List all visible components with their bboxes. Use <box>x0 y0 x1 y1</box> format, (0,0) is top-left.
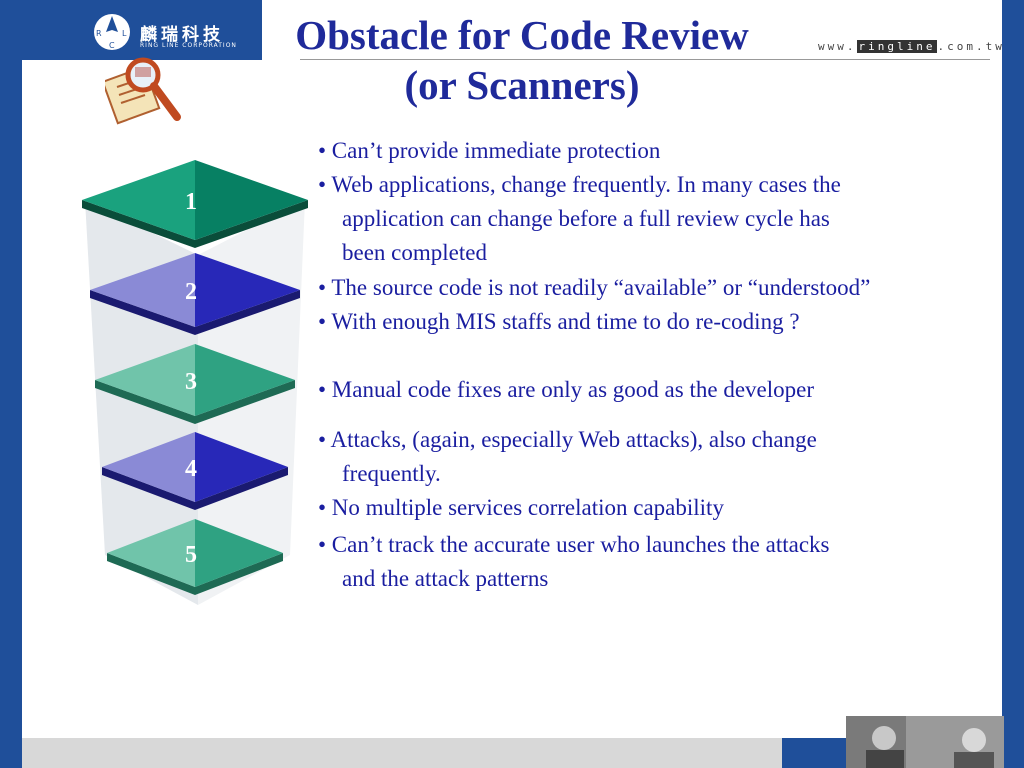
stack-layer: 5 <box>107 519 283 595</box>
bullet-text: • Manual code fixes are only as good as … <box>318 377 814 402</box>
url-suffix: .com.tw <box>937 40 1005 53</box>
bullet-text: • With enough MIS staffs and time to do … <box>318 309 800 334</box>
brand-logo: R L C 麟瑞科技 RING LINE CORPORATION <box>0 0 262 60</box>
stack-layer-edge <box>107 553 283 595</box>
stack-layer-label: 5 <box>185 542 197 568</box>
url-domain: ringline <box>856 40 938 53</box>
slide-title-line1: Obstacle for Code Review <box>295 12 749 58</box>
bullet-item: • Can’t provide immediate protection <box>318 134 660 168</box>
stack-layer-label: 1 <box>185 189 197 215</box>
bullet-text: • The source code is not readily “availa… <box>318 275 871 300</box>
stack-layer-edge <box>82 200 308 248</box>
company-name-english: RING LINE CORPORATION <box>140 42 237 49</box>
bullet-continuation: frequently. <box>342 461 441 486</box>
stack-layer-face-right <box>195 160 308 240</box>
stack-layer: 3 <box>95 344 295 424</box>
stack-layer-face-right <box>195 519 283 587</box>
stack-layer-face-left <box>107 519 195 587</box>
stack-layer: 2 <box>90 253 300 335</box>
slide-title-line2: (or Scanners) <box>404 62 640 108</box>
bullet-item: • No multiple services correlation capab… <box>318 491 724 525</box>
footer-bar <box>22 738 782 768</box>
url-prefix: www. <box>818 40 857 53</box>
stack-layer-label: 4 <box>185 456 197 482</box>
stack-layer-face-left <box>95 344 195 416</box>
layer-stack: 1 2 3 4 5 <box>82 160 308 605</box>
bullet-item: • The source code is not readily “availa… <box>318 271 870 305</box>
stack-layer-face-right <box>195 432 288 502</box>
stack-layer: 4 <box>102 432 288 510</box>
bullet-item: • With enough MIS staffs and time to do … <box>318 305 800 339</box>
right-frame-bar <box>1002 0 1024 768</box>
company-badge-icon: R L C <box>94 14 130 50</box>
stack-layer-face-left <box>102 432 195 502</box>
badge-letter-c: C <box>109 41 115 50</box>
stack-layer-edge <box>102 467 288 510</box>
bullet-text: • No multiple services correlation capab… <box>318 495 724 520</box>
bullet-item: • Manual code fixes are only as good as … <box>318 373 814 407</box>
bullet-continuation: been completed <box>342 240 487 265</box>
slide-title: Obstacle for Code Review (or Scanners) <box>262 10 782 110</box>
stack-layer-face-left <box>90 253 195 327</box>
bullet-item: • Attacks, (again, especially Web attack… <box>318 423 817 491</box>
stack-layer-label: 3 <box>185 369 197 395</box>
magnifier-document-icon <box>105 57 181 125</box>
footer-accent <box>782 738 850 768</box>
company-name-chinese: 麟瑞科技 <box>140 25 224 45</box>
bullet-text: • Web applications, change frequently. I… <box>318 172 841 197</box>
bullet-continuation: application can change before a full rev… <box>342 206 830 231</box>
badge-letter-l: L <box>122 29 127 38</box>
stack-layer-edge <box>90 290 300 335</box>
stack-layer-edge <box>95 380 295 424</box>
stack-layer-face-right <box>195 344 295 416</box>
bullet-continuation: and the attack patterns <box>342 566 549 591</box>
stack-layer-face-left <box>82 160 195 240</box>
stack-layer-face-right <box>195 253 300 327</box>
bullet-text: • Attacks, (again, especially Web attack… <box>318 427 817 452</box>
header-divider <box>300 59 990 60</box>
stack-layer-label: 2 <box>185 279 197 305</box>
stack-layer: 1 <box>82 160 308 248</box>
bullet-item: • Can’t track the accurate user who laun… <box>318 528 830 596</box>
badge-letter-r: R <box>96 29 102 38</box>
website-url: www.ringline.com.tw <box>818 40 1005 53</box>
business-people-photo <box>846 716 1004 768</box>
bullet-item: • Web applications, change frequently. I… <box>318 168 841 270</box>
bullet-text: • Can’t track the accurate user who laun… <box>318 532 830 557</box>
bullet-text: • Can’t provide immediate protection <box>318 138 661 163</box>
left-frame-bar <box>0 0 22 768</box>
